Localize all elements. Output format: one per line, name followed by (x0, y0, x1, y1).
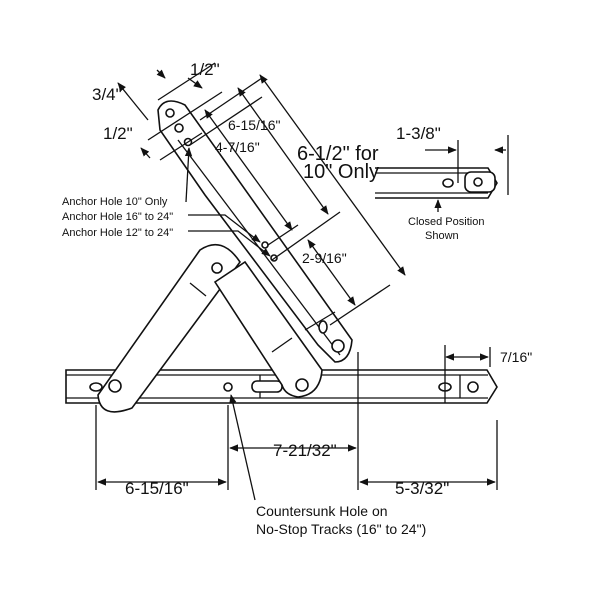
dim-track-7-21-32: 7-21/32" (273, 441, 337, 460)
dim-track-7-16: 7/16" (500, 349, 532, 365)
anchor-hole-16-24 (261, 241, 269, 249)
arm-dimension-lines (117, 62, 406, 326)
track-dimension-lines (95, 345, 498, 501)
countersunk-label-1: Countersunk Hole on (256, 503, 388, 519)
dim-arm-6-1-2-line2: 10" Only (303, 161, 379, 183)
track-end-hole (467, 381, 479, 393)
dim-arm-6-1-2-line1: 6-1/2" for (297, 143, 379, 165)
track (65, 369, 498, 404)
link-arm (213, 260, 323, 398)
dim-track-6-15-16: 6-15/16" (125, 479, 189, 498)
anchor-leaders (184, 147, 271, 257)
closed-position-label-1: Closed Position (408, 216, 484, 228)
stop-slot (251, 380, 283, 393)
dim-closed-1-3-8: 1-3/8" (396, 124, 441, 143)
dim-top-half: 1/2" (190, 60, 220, 79)
dim-arm-6-15-16: 6-15/16" (228, 117, 280, 133)
closed-position-label-2: Shown (425, 230, 459, 242)
track-slot-hole (89, 382, 103, 392)
dim-arm-2-9-16: 2-9/16" (302, 250, 347, 266)
anchor-hole-10-label: Anchor Hole 10" Only (62, 196, 168, 208)
dim-arm-4-7-16: 4-7/16" (215, 139, 260, 155)
arm-slot (318, 320, 328, 334)
closed-position-inset (375, 135, 509, 212)
short-arm (97, 243, 241, 413)
anchor-hole-12-24-label: Anchor Hole 12" to 24" (62, 227, 173, 239)
dim-three-quarter: 3/4" (92, 85, 122, 104)
dim-track-5-3-32: 5-3/32" (395, 479, 449, 498)
countersunk-hole (223, 382, 233, 392)
dim-side-half: 1/2" (103, 124, 133, 143)
anchor-hole-16-24-label: Anchor Hole 16" to 24" (62, 211, 173, 223)
countersunk-label-2: No-Stop Tracks (16" to 24") (256, 521, 426, 537)
